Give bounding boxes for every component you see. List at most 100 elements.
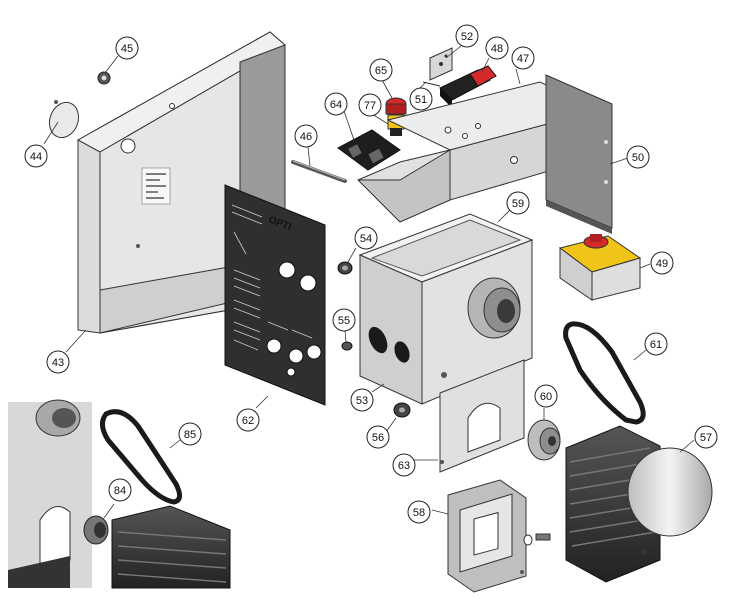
callout-circle	[626, 145, 650, 169]
housing-sticker	[141, 167, 171, 205]
callout-label: 44	[30, 151, 42, 163]
bottom-plate-63	[439, 359, 525, 473]
callout-43: 43	[46, 350, 70, 374]
callout-48: 48	[485, 36, 509, 60]
callout-label: 52	[461, 31, 473, 43]
callout-label: 65	[375, 65, 387, 77]
callout-circle	[358, 93, 382, 117]
knob-45	[97, 71, 111, 85]
callout-label: 49	[656, 258, 668, 270]
callout-layer: 45 44 43 46 64 77 65 51 52 48 47 50 59 54 49 55 61 62 53 60…	[24, 24, 718, 524]
button-65	[385, 97, 407, 115]
callout-circle	[694, 425, 718, 449]
pulley-60	[527, 419, 561, 461]
callout-61: 61	[644, 332, 668, 356]
callout-circle	[24, 144, 48, 168]
callout-57: 57	[694, 425, 718, 449]
callout-circle	[324, 92, 348, 116]
callout-label: 85	[184, 429, 196, 441]
knob-56	[393, 402, 411, 418]
callout-label: 57	[700, 432, 712, 444]
callout-label: 59	[512, 198, 524, 210]
knob-55	[341, 341, 353, 351]
callout-circle	[409, 87, 433, 111]
callout-circle	[108, 478, 132, 502]
callout-circle	[366, 425, 390, 449]
headstock-53	[358, 213, 534, 405]
switch-48	[439, 65, 497, 108]
belt-85	[100, 409, 182, 505]
callout-circle	[354, 226, 378, 250]
chuck-spindle	[467, 277, 521, 339]
callout-45: 45	[115, 36, 139, 60]
front-panel-62: OPTI	[224, 184, 326, 406]
callout-circle	[350, 388, 374, 412]
knob-54	[337, 261, 353, 275]
callout-55: 55	[332, 308, 356, 332]
callout-label: 48	[491, 43, 503, 55]
callout-56: 56	[366, 425, 390, 449]
callout-circle	[644, 332, 668, 356]
callout-58: 58	[407, 500, 431, 524]
callout-49: 49	[650, 251, 674, 275]
callout-label: 55	[338, 315, 350, 327]
callout-50: 50	[626, 145, 650, 169]
rod-46	[291, 160, 347, 183]
switch-bracket-52	[429, 47, 453, 81]
callout-label: 60	[540, 391, 552, 403]
pulley-84	[83, 515, 109, 545]
callout-62: 62	[236, 408, 260, 432]
callout-label: 62	[242, 415, 254, 427]
callout-label: 84	[114, 485, 126, 497]
switch-box-49	[558, 234, 642, 301]
lever-knobs	[368, 326, 410, 363]
round-cover-44	[48, 100, 80, 139]
callout-84: 84	[108, 478, 132, 502]
callout-label: 58	[413, 507, 425, 519]
belt-61	[563, 321, 646, 425]
callout-label: 56	[372, 432, 384, 444]
callout-label: 43	[52, 357, 64, 369]
callout-label: 53	[356, 395, 368, 407]
callout-circle	[236, 408, 260, 432]
leader-lines	[43, 45, 695, 519]
callout-65: 65	[369, 58, 393, 82]
callout-54: 54	[354, 226, 378, 250]
callout-circle	[332, 308, 356, 332]
callout-circle	[392, 453, 416, 477]
callout-label: 54	[360, 233, 372, 245]
callout-52: 52	[455, 24, 479, 48]
callout-60: 60	[534, 384, 558, 408]
callout-circle	[455, 24, 479, 48]
callout-53: 53	[350, 388, 374, 412]
callout-59: 59	[506, 191, 530, 215]
bolt-washer	[523, 533, 551, 546]
switch-plate-64	[337, 129, 401, 171]
callout-circle	[369, 58, 393, 82]
callout-64: 64	[324, 92, 348, 116]
callout-77: 77	[358, 93, 382, 117]
callout-51: 51	[409, 87, 433, 111]
callout-label: 51	[415, 94, 427, 106]
callout-circle	[46, 350, 70, 374]
callout-label: 77	[364, 100, 376, 112]
callout-circle	[294, 124, 318, 148]
callout-circle	[650, 251, 674, 275]
callout-label: 50	[632, 152, 644, 164]
callout-label: 47	[517, 53, 529, 65]
callout-circle	[407, 500, 431, 524]
callout-circle	[115, 36, 139, 60]
motor-bracket-58	[447, 479, 527, 593]
callout-47: 47	[511, 46, 535, 70]
motor-57	[565, 425, 713, 583]
callout-85: 85	[178, 422, 202, 446]
callout-46: 46	[294, 124, 318, 148]
callout-label: 63	[398, 460, 410, 472]
callout-circle	[506, 191, 530, 215]
panel-markings	[231, 204, 313, 351]
callout-circle	[485, 36, 509, 60]
callout-circle	[534, 384, 558, 408]
callout-label: 64	[330, 99, 342, 111]
callout-label: 46	[300, 131, 312, 143]
